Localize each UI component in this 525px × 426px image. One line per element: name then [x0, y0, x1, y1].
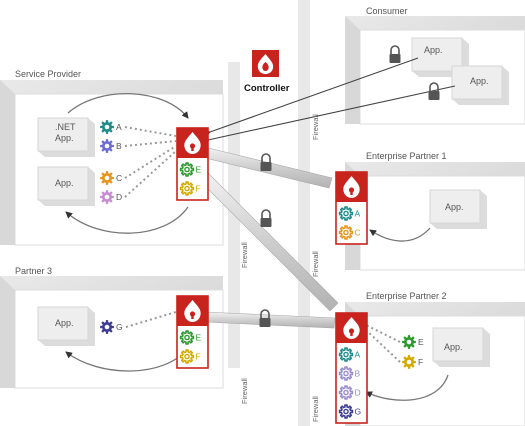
gateway-device: EF	[176, 295, 209, 369]
service-letter: E	[418, 337, 424, 347]
gear-icon	[402, 335, 416, 349]
enterprise-partner-1-title: Enterprise Partner 1	[366, 151, 447, 161]
gear-icon	[179, 181, 195, 196]
controller-label: Controller	[244, 83, 290, 94]
service-f: F	[402, 355, 423, 369]
gear-icon	[179, 162, 195, 177]
firewall-flame-icon	[343, 176, 360, 198]
ep1-app-box: App.	[429, 189, 487, 229]
gateway-service-g: G	[338, 404, 362, 419]
service-letter: D	[355, 388, 361, 398]
service-letter: A	[355, 209, 361, 219]
gateway-service-d: D	[338, 385, 361, 400]
service-letter: D	[116, 192, 122, 202]
gateway-device: EF	[176, 127, 209, 201]
padlock-icon	[389, 45, 401, 63]
partner3-app-label: App.	[55, 318, 74, 328]
service-a: A	[100, 120, 122, 134]
gateway-service-e: E	[179, 330, 202, 345]
gear-icon	[179, 349, 195, 364]
firewall-label: Firewall	[240, 242, 249, 268]
sp-app-label: App.	[55, 178, 74, 188]
service-letter: G	[116, 322, 123, 332]
gear-icon	[100, 120, 114, 134]
padlock-icon	[260, 209, 272, 227]
gear-icon	[338, 347, 354, 362]
gear-icon	[100, 320, 114, 334]
service-letter: C	[116, 173, 122, 183]
dotted-links	[124, 126, 401, 363]
consumer-app-label-2: App.	[470, 76, 489, 86]
padlock-icon	[260, 153, 272, 171]
firewall-label: Firewall	[311, 396, 320, 422]
gateway-service-c: C	[338, 225, 361, 240]
gateway-service-f: F	[179, 181, 201, 196]
padlock-icon	[428, 82, 440, 100]
firewall-flame-icon	[184, 132, 201, 154]
gateway-service-f: F	[179, 349, 201, 364]
sp-app-box: App.	[37, 166, 95, 206]
service-c: C	[100, 171, 122, 185]
consumer-app-box-2: App.	[451, 65, 509, 105]
firewall-label: Firewall	[240, 378, 249, 404]
service-e: E	[402, 335, 424, 349]
gateway-device: AC	[335, 171, 368, 245]
service-letter: C	[355, 228, 361, 238]
ep1-app-label: App.	[445, 202, 464, 212]
service-letter: A	[355, 350, 361, 360]
gear-icon	[100, 171, 114, 185]
padlocks	[259, 45, 440, 327]
firewall-labels: Firewall Firewall Firewall Firewall Fire…	[240, 114, 320, 422]
gateway-service-b: B	[338, 366, 361, 381]
firewall-flame-icon	[184, 300, 201, 322]
gear-icon	[338, 206, 354, 221]
service-letter: F	[196, 352, 201, 362]
padlock-icon	[259, 309, 271, 327]
gateway-service-a: A	[338, 347, 361, 362]
gear-icon	[100, 139, 114, 153]
gateway-service-a: A	[338, 206, 361, 221]
service-letter: E	[196, 165, 202, 175]
service-provider-title: Service Provider	[15, 69, 81, 79]
service-g: G	[100, 320, 123, 334]
gear-icon	[402, 355, 416, 369]
service-letter: E	[196, 333, 202, 343]
service-b: B	[100, 139, 122, 153]
gear-icon	[338, 366, 354, 381]
consumer-title: Consumer	[366, 6, 408, 16]
gear-icon	[338, 404, 354, 419]
firewall-flame-icon	[343, 317, 360, 339]
partner3-app-box: App.	[37, 306, 95, 346]
controller: Controller	[244, 50, 290, 94]
gear-icon	[100, 190, 114, 204]
gateway-service-e: E	[179, 162, 202, 177]
service-letter: F	[418, 357, 423, 367]
service-letter: B	[116, 141, 122, 151]
service-letter: B	[355, 369, 361, 379]
partner3-title: Partner 3	[15, 266, 52, 276]
consumer-links	[201, 57, 456, 145]
service-letter: G	[355, 407, 362, 417]
enterprise-partner-2-title: Enterprise Partner 2	[366, 291, 447, 301]
firewall-label: Firewall	[311, 114, 320, 140]
gear-icon	[338, 385, 354, 400]
gear-icon	[179, 330, 195, 345]
service-letter: A	[116, 122, 122, 132]
gear-icon	[338, 225, 354, 240]
service-letter: F	[196, 184, 201, 194]
service-d: D	[100, 190, 122, 204]
consumer-app-label-1: App.	[424, 45, 443, 55]
ep2-app-box: App.	[432, 327, 490, 367]
ep2-app-label: App.	[444, 342, 463, 352]
firewall-label: Firewall	[311, 251, 320, 277]
